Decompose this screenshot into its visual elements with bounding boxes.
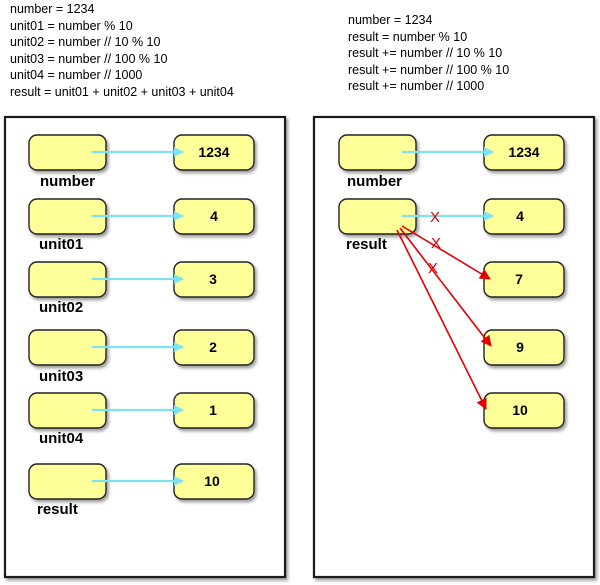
left-row-result: 10 result (28, 463, 255, 518)
code-line: result += number // 10 % 10 (348, 46, 503, 60)
value-text: 4 (210, 208, 218, 224)
left-row-unit03: 2 unit03 (28, 329, 255, 385)
value-text: 10 (204, 473, 220, 489)
code-line: result = number % 10 (348, 29, 468, 44)
code-line: result += number // 1000 (348, 79, 485, 93)
code-snippet-accumulator: number = 1234 result = number % 10 resul… (348, 12, 509, 95)
code-line: unit04 = number // 1000 (10, 68, 143, 82)
value-text: 4 (516, 208, 524, 224)
value-text: 2 (209, 339, 217, 355)
superseded-mark: X (428, 260, 438, 277)
superseded-mark: X (431, 235, 441, 252)
code-line: unit02 = number // 10 % 10 (10, 35, 161, 49)
rebind-arrow-10 (396, 229, 487, 410)
variable-name: unit04 (39, 430, 84, 447)
left-row-unit01: 4 unit01 (28, 198, 255, 253)
value-box (483, 261, 565, 298)
value-text: 7 (515, 271, 523, 287)
value-text: 1 (209, 402, 217, 418)
code-line: number = 1234 (10, 2, 95, 16)
variable-name: unit03 (39, 368, 83, 385)
value-text: 1234 (198, 144, 229, 160)
variable-name: number (347, 173, 402, 190)
right-row-number: 1234 number (338, 134, 565, 190)
left-row-unit02: 3 unit02 (28, 261, 255, 316)
superseded-mark: X (430, 209, 440, 226)
value-text: 9 (516, 339, 524, 355)
code-line: result += number // 100 % 10 (348, 62, 510, 77)
value-text: 10 (512, 402, 528, 418)
variable-name: unit02 (39, 299, 83, 316)
left-row-unit04: 1 unit04 (28, 392, 255, 447)
variable-name: unit01 (39, 236, 83, 253)
value-box (483, 198, 565, 235)
variable-name: result (346, 236, 387, 253)
value-text: 3 (209, 271, 217, 287)
code-line: result = unit01 + unit02 + unit03 + unit… (10, 84, 234, 99)
value-box (483, 329, 565, 366)
code-line: number = 1234 (348, 13, 433, 27)
value-text: 1234 (508, 144, 539, 160)
variable-name: result (37, 501, 78, 518)
rebind-arrow-7 (401, 225, 491, 280)
variable-name: number (40, 173, 95, 190)
code-line: unit03 = number // 100 % 10 (10, 51, 168, 66)
rebind-arrow-9 (399, 227, 492, 347)
code-snippet-separate-variables: number = 1234 unit01 = number % 10 unit0… (10, 1, 234, 100)
code-line: unit01 = number % 10 (10, 18, 133, 33)
right-result-group: result X X X 4 7 9 10 (338, 198, 565, 429)
left-row-number: 1234 number (28, 134, 255, 190)
value-box (483, 392, 565, 429)
